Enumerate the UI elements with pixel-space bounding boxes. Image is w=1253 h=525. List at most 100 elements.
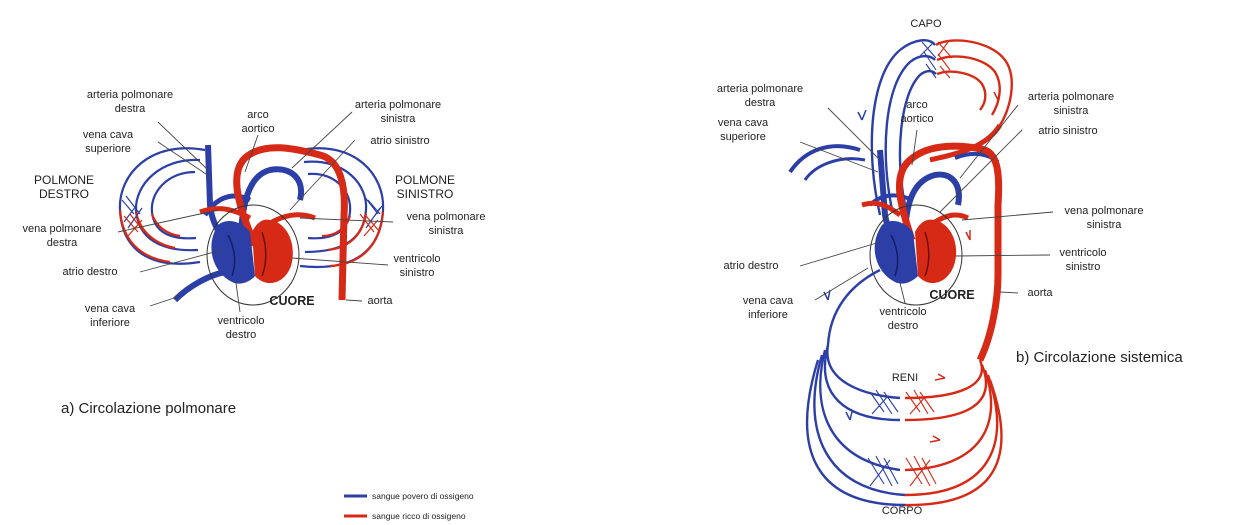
svg-text:arteria polmonare: arteria polmonare: [87, 89, 173, 101]
lbl-r-ventricolo-sinistro-1: ventricolo: [1059, 247, 1106, 259]
lbl-r-arteria-polmonare-sinistra-1: arteria polmonare: [1028, 91, 1114, 103]
lower-arteries: [905, 360, 1001, 505]
svg-text:vena cava: vena cava: [743, 295, 794, 307]
lbl-reni: RENI: [892, 372, 918, 384]
lbl-r-vena-cava-superiore-1: vena cava: [718, 117, 769, 129]
lbl-r-ventricolo-destro-1: ventricolo: [879, 306, 926, 318]
lbl-ventricolo-destro-2: destro: [226, 329, 257, 341]
lbl-atrio-sinistro: atrio sinistro: [370, 135, 429, 147]
lbl-vena-polmonare-sinistra-2: sinistra: [429, 225, 465, 237]
lbl-r-vena-cava-superiore-2: superiore: [720, 131, 766, 143]
pulmonary-circulation-panel: arteria polmonare destra vena cava super…: [23, 89, 486, 417]
svg-text:ventricolo: ventricolo: [217, 315, 264, 327]
svg-text:arteria polmonare: arteria polmonare: [355, 99, 441, 111]
vena-cava-inferiore-vessel: [175, 272, 225, 300]
lbl-r-arteria-polmonare-sinistra-2: sinistra: [1054, 105, 1090, 117]
heart-left: [207, 205, 299, 305]
lbl-r-arteria-polmonare-destra-1: arteria polmonare: [717, 83, 803, 95]
lbl-corpo: CORPO: [882, 505, 923, 517]
svg-text:arteria polmonare: arteria polmonare: [717, 83, 803, 95]
svg-text:vena polmonare: vena polmonare: [407, 211, 486, 223]
lbl-r-arco-aortico-1: arco: [906, 99, 927, 111]
lbl-capo: CAPO: [910, 18, 942, 30]
legend-label-deoxygenated: sangue povero di ossigeno: [372, 491, 474, 501]
lbl-r-vena-polmonare-sinistra-1: vena polmonare: [1065, 205, 1144, 217]
head-vessels: [872, 40, 1012, 215]
lbl-vena-cava-inferiore-2: inferiore: [90, 317, 130, 329]
lung-left-capillaries: [360, 196, 382, 236]
svg-text:arco: arco: [247, 109, 268, 121]
svg-text:sinistra: sinistra: [1054, 105, 1090, 117]
svg-text:vena cava: vena cava: [85, 303, 136, 315]
svg-text:vena cava: vena cava: [83, 129, 134, 141]
svg-text:destra: destra: [115, 103, 146, 115]
svg-text:sinistro: sinistro: [400, 267, 435, 279]
lbl-r-vena-cava-inferiore-2: inferiore: [748, 309, 788, 321]
svg-text:POLMONE: POLMONE: [34, 173, 94, 187]
lung-right-shape: [120, 148, 205, 263]
lbl-ventricolo-destro-1: ventricolo: [217, 315, 264, 327]
lbl-aorta-left: aorta: [367, 295, 393, 307]
svg-text:SINISTRO: SINISTRO: [397, 187, 454, 201]
lbl-vena-cava-superiore-2: superiore: [85, 143, 131, 155]
lbl-arco-aortico-2: aortico: [241, 123, 274, 135]
lbl-r-arteria-polmonare-destra-2: destra: [745, 97, 776, 109]
lbl-vena-polmonare-destra-2: destra: [47, 237, 78, 249]
svg-text:inferiore: inferiore: [748, 309, 788, 321]
lbl-cuore-left: CUORE: [269, 294, 314, 308]
svg-text:arco: arco: [906, 99, 927, 111]
arm-vein-left-2: [805, 159, 865, 180]
body-capillaries: [868, 456, 936, 486]
lbl-r-vena-cava-inferiore-1: vena cava: [743, 295, 794, 307]
lbl-arteria-polmonare-destra-2: destra: [115, 103, 146, 115]
lbl-atrio-destro: atrio destro: [62, 266, 117, 278]
lbl-r-ventricolo-destro-2: destro: [888, 320, 919, 332]
lbl-cuore-right: CUORE: [929, 288, 974, 302]
systemic-circulation-panel: CAPO arteria polmonare destra vena cava …: [717, 18, 1183, 517]
svg-text:DESTRO: DESTRO: [39, 187, 89, 201]
svg-text:superiore: superiore: [720, 131, 766, 143]
svg-text:vena cava: vena cava: [718, 117, 769, 129]
lbl-polmone-sinistro-2: SINISTRO: [397, 187, 454, 201]
lbl-vena-polmonare-sinistra-1: vena polmonare: [407, 211, 486, 223]
svg-text:aortico: aortico: [900, 113, 933, 125]
svg-text:POLMONE: POLMONE: [395, 173, 455, 187]
svg-text:superiore: superiore: [85, 143, 131, 155]
lbl-arteria-polmonare-destra-1: arteria polmonare: [87, 89, 173, 101]
lbl-arteria-polmonare-sinistra-2: sinistra: [381, 113, 417, 125]
svg-text:vena polmonare: vena polmonare: [1065, 205, 1144, 217]
svg-text:destra: destra: [745, 97, 776, 109]
lbl-polmone-destro-2: DESTRO: [39, 187, 89, 201]
lbl-r-ventricolo-sinistro-2: sinistro: [1066, 261, 1101, 273]
caption-pulmonary: a) Circolazione polmonare: [61, 400, 236, 417]
lbl-arteria-polmonare-sinistra-1: arteria polmonare: [355, 99, 441, 111]
lbl-vena-polmonare-destra-1: vena polmonare: [23, 223, 102, 235]
svg-text:destro: destro: [226, 329, 257, 341]
left-labels: arteria polmonare destra vena cava super…: [23, 89, 486, 341]
left-leader-lines: [118, 112, 393, 312]
svg-text:arteria polmonare: arteria polmonare: [1028, 91, 1114, 103]
svg-text:ventricolo: ventricolo: [879, 306, 926, 318]
svg-text:destra: destra: [47, 237, 78, 249]
lbl-r-arco-aortico-2: aortico: [900, 113, 933, 125]
caption-systemic: b) Circolazione sistemica: [1016, 349, 1183, 366]
legend-label-oxygenated: sangue ricco di ossigeno: [372, 511, 466, 521]
svg-text:ventricolo: ventricolo: [393, 253, 440, 265]
lbl-ventricolo-sinistro-1: ventricolo: [393, 253, 440, 265]
lbl-arco-aortico-1: arco: [247, 109, 268, 121]
vena-polmonare-sinistra-vessel-r: [935, 215, 968, 222]
lbl-r-atrio-sinistro: atrio sinistro: [1038, 125, 1097, 137]
svg-text:sinistra: sinistra: [381, 113, 417, 125]
svg-text:sinistra: sinistra: [429, 225, 465, 237]
svg-text:sinistro: sinistro: [1066, 261, 1101, 273]
vena-polmonare-destra-vessel-r: [862, 203, 900, 215]
lbl-r-atrio-destro: atrio destro: [723, 260, 778, 272]
lbl-polmone-sinistro-1: POLMONE: [395, 173, 455, 187]
svg-text:aortico: aortico: [241, 123, 274, 135]
svg-text:ventricolo: ventricolo: [1059, 247, 1106, 259]
lbl-ventricolo-sinistro-2: sinistro: [400, 267, 435, 279]
svg-text:destro: destro: [888, 320, 919, 332]
svg-text:vena polmonare: vena polmonare: [23, 223, 102, 235]
lbl-polmone-destro-1: POLMONE: [34, 173, 94, 187]
